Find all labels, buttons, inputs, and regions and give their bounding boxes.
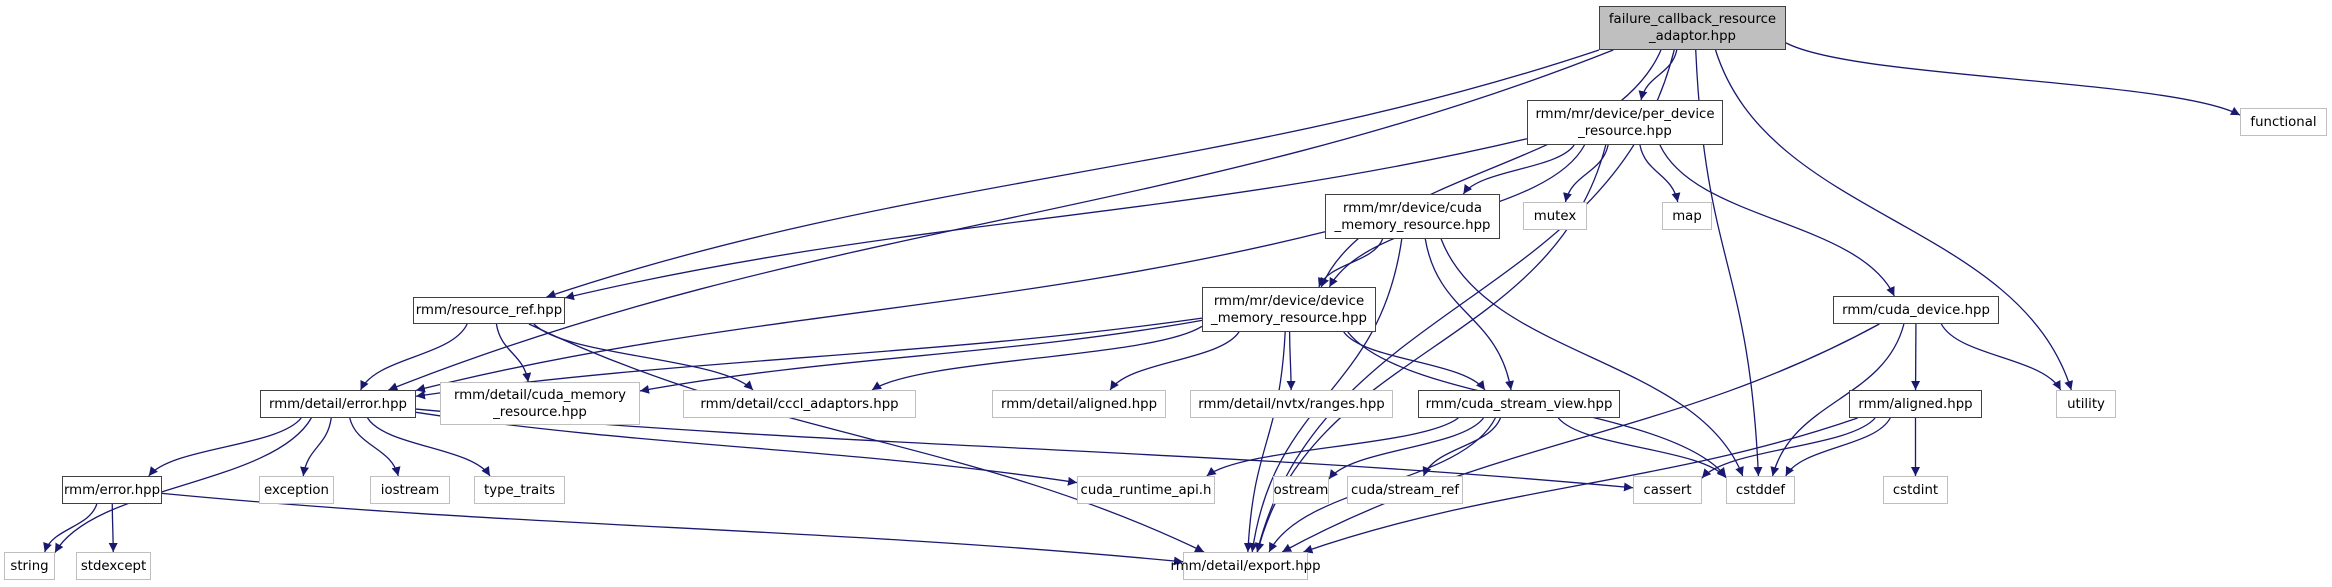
edge-cuda-device-to-cstddef — [1770, 323, 1905, 477]
edge-root-to-device-mr — [1320, 49, 1662, 288]
edge-aligned-to-cassert — [1701, 417, 1876, 479]
graph-node-cuda-mr[interactable]: rmm/mr/device/cuda _memory_resource.hpp — [1325, 194, 1500, 239]
graph-node-ostream: ostream — [1273, 476, 1329, 504]
edge-aligned-to-cstddef — [1785, 417, 1891, 477]
edge-stream-view-to-stream-ref — [1422, 417, 1502, 477]
edge-detail-error-to-type-traits — [366, 417, 491, 477]
edge-device-mr-to-nvtx — [1286, 331, 1296, 391]
graph-node-utility: utility — [2056, 390, 2116, 418]
edge-cuda-device-to-utility — [1940, 323, 2062, 391]
graph-node-detail-error[interactable]: rmm/detail/error.hpp — [260, 390, 416, 418]
edge-device-mr-to-stream-view — [1343, 331, 1486, 391]
graph-node-detail-cuda-mr: rmm/detail/cuda_memory _resource.hpp — [440, 382, 640, 425]
edge-device-mr-to-detail-error — [415, 317, 1203, 400]
edge-stream-view-to-cuda-runtime — [1206, 417, 1459, 477]
edge-stream-view-to-cstddef — [1557, 417, 1727, 479]
edge-stream-view-to-ostream — [1328, 417, 1485, 480]
graph-node-exception: exception — [259, 476, 334, 504]
graph-node-type-traits: type_traits — [474, 476, 565, 504]
edge-root-to-resource-ref — [546, 49, 1600, 299]
graph-node-cstddef: cstddef — [1726, 476, 1795, 504]
graph-node-root[interactable]: failure_callback_resource _adaptor.hpp — [1599, 6, 1786, 50]
edge-detail-error-to-error — [148, 417, 302, 477]
edge-per-device-to-resource-ref — [564, 138, 1528, 301]
edge-root-to-detail-error — [388, 49, 1614, 391]
edge-device-mr-to-detail-cuda-mr — [639, 319, 1203, 394]
edge-root-to-per-device — [1638, 49, 1678, 101]
graph-node-mutex: mutex — [1523, 202, 1587, 230]
graph-node-cuda-device[interactable]: rmm/cuda_device.hpp — [1833, 296, 1999, 324]
edge-device-mr-to-cccl — [871, 325, 1203, 391]
graph-node-stdexcept: stdexcept — [76, 552, 151, 580]
edge-resource-ref-to-detail-cuda-mr — [495, 323, 532, 383]
edge-error-to-stdexcept — [108, 503, 118, 553]
graph-node-cuda-runtime: cuda_runtime_api.h — [1077, 476, 1215, 504]
graph-node-cassert: cassert — [1633, 476, 1702, 504]
edge-detail-error-to-exception — [300, 417, 332, 477]
edge-per-device-to-cuda-mr — [1462, 144, 1575, 195]
graph-node-stream-view[interactable]: rmm/cuda_stream_view.hpp — [1418, 390, 1620, 418]
graph-node-aligned[interactable]: rmm/aligned.hpp — [1849, 390, 1982, 418]
edge-per-device-to-mutex — [1563, 144, 1609, 203]
edge-detail-error-to-cuda-runtime — [415, 411, 1078, 486]
edge-error-to-string — [43, 503, 98, 553]
edge-cuda-mr-to-stream-view — [1424, 238, 1514, 391]
edge-aligned-to-export — [1303, 417, 1858, 554]
graph-node-device-mr[interactable]: rmm/mr/device/device _memory_resource.hp… — [1202, 287, 1376, 332]
edge-cuda-mr-to-detail-error — [415, 231, 1326, 393]
graph-node-iostream: iostream — [370, 476, 450, 504]
graph-node-per-device[interactable]: rmm/mr/device/per_device _resource.hpp — [1527, 100, 1723, 145]
edge-detail-error-to-string — [54, 417, 312, 553]
edge-cuda-mr-to-cstddef — [1440, 238, 1744, 477]
edge-resource-ref-to-export — [528, 323, 1205, 553]
edge-device-mr-to-export — [1243, 331, 1286, 553]
edge-error-to-export — [161, 492, 1184, 566]
graph-node-stream-ref: cuda/stream_ref — [1347, 476, 1463, 504]
graph-node-resource-ref[interactable]: rmm/resource_ref.hpp — [413, 297, 565, 324]
graph-node-map: map — [1662, 202, 1712, 230]
graph-node-export: rmm/detail/export.hpp — [1170, 552, 1321, 580]
edge-device-mr-to-detail-aligned — [1109, 331, 1240, 391]
graph-node-cstdint: cstdint — [1883, 476, 1948, 504]
edge-root-to-functional — [1785, 42, 2241, 116]
graph-node-functional: functional — [2240, 108, 2327, 136]
edge-cuda-mr-to-device-mr — [1318, 238, 1384, 288]
edge-detail-error-to-iostream — [349, 417, 401, 477]
edge-per-device-to-cuda-device — [1659, 144, 1895, 297]
graph-node-string: string — [4, 552, 55, 580]
edge-cuda-device-to-export — [1281, 323, 1880, 553]
edge-per-device-to-map — [1639, 144, 1681, 203]
edge-root-to-utility — [1714, 49, 2073, 391]
graph-node-nvtx: rmm/detail/nvtx/ranges.hpp — [1190, 390, 1393, 418]
graph-node-cccl: rmm/detail/cccl_adaptors.hpp — [683, 390, 916, 418]
edge-resource-ref-to-detail-error — [360, 323, 468, 391]
graph-node-detail-aligned: rmm/detail/aligned.hpp — [992, 390, 1166, 418]
graph-node-error[interactable]: rmm/error.hpp — [62, 476, 162, 504]
